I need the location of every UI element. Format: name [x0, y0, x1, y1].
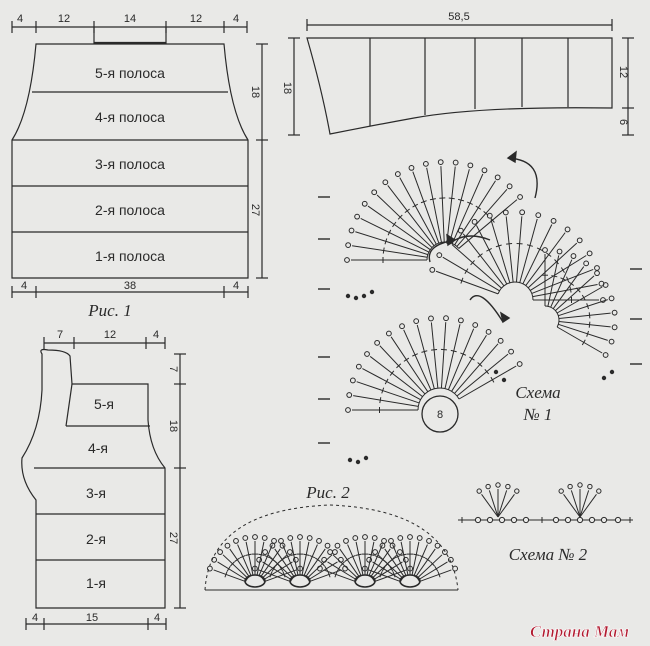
dim-small-bottom-left-margin: 4	[32, 612, 38, 624]
fig2-fan-3	[316, 534, 414, 583]
fig2-semicircle-motif	[204, 504, 459, 591]
dim-sleeve-height-right-bottom: 6	[617, 119, 629, 125]
watermark-logo: Страна Мам	[530, 622, 629, 641]
scheme2-title: Схема № 2	[509, 545, 588, 564]
scheme1-arrows	[428, 150, 538, 324]
dim-fig1-height-upper: 18	[249, 86, 261, 98]
dim-sleeve-height-right-top: 12	[617, 66, 629, 78]
dim-fig1-top-center: 14	[124, 13, 136, 25]
dim-small-bottom-right-margin: 4	[154, 612, 160, 624]
dim-small-height-top: 7	[167, 366, 179, 372]
dim-fig1-bottom-width: 38	[124, 280, 136, 292]
scheme1-number: № 1	[523, 405, 553, 424]
scheme1-slip-stitches	[345, 289, 615, 465]
fig1-stripe-1: 1-я полоса	[95, 248, 165, 264]
dim-fig1-top-right: 12	[190, 13, 202, 25]
dim-small-top-right: 4	[153, 329, 159, 341]
scheme1-fan-right	[542, 247, 618, 358]
scheme1-fan-bottom	[345, 315, 523, 413]
dim-sleeve-height-inner: 18	[281, 82, 293, 94]
scheme1-crochet-chart	[344, 159, 618, 465]
fig1-caption: Рис. 1	[87, 301, 131, 320]
dim-small-height-lower: 27	[167, 532, 179, 544]
dim-small-top-center: 12	[104, 329, 116, 341]
dim-fig1-bottom-right-margin: 4	[233, 280, 239, 292]
fig1-stripe-2: 2-я полоса	[95, 202, 165, 218]
small-panel-dim-labels: 7 12 4 7 18 27 4 15 4	[32, 329, 179, 624]
fig1-panel	[11, 21, 268, 298]
fig1-stripe-5: 5-я полоса	[95, 65, 165, 81]
dim-fig1-top-left-margin: 4	[17, 13, 23, 25]
dim-fig1-bottom-left-margin: 4	[21, 280, 27, 292]
dim-small-bottom-width: 15	[86, 612, 98, 624]
sleeve-dim-labels: 58,5 18 12 6	[281, 11, 629, 125]
scheme1-starting-ring	[421, 395, 459, 433]
fig2-caption: Рис. 2	[305, 483, 350, 502]
small-panel	[21, 337, 186, 630]
small-stripe-1: 1-я	[86, 575, 106, 591]
fig1-dim-labels: 4 12 14 12 4 18 27 4 38 4	[17, 13, 261, 292]
small-stripe-2: 2-я	[86, 531, 106, 547]
fig1-stripe-3: 3-я полоса	[95, 156, 165, 172]
scheme2-crochet-chart	[458, 482, 633, 524]
dim-fig1-height-lower: 27	[249, 204, 261, 216]
sleeve-panel	[288, 19, 634, 136]
dim-sleeve-top-width: 58,5	[448, 11, 469, 23]
fig1-stripe-labels: 5-я полоса 4-я полоса 3-я полоса 2-я пол…	[95, 65, 165, 264]
small-stripe-3: 3-я	[86, 485, 106, 501]
small-panel-stripe-labels: 5-я 4-я 3-я 2-я 1-я	[86, 396, 114, 591]
small-stripe-4: 4-я	[88, 440, 108, 456]
fig1-stripe-4: 4-я полоса	[95, 109, 165, 125]
fig2-fan-4	[361, 534, 459, 583]
dim-fig1-top-right-margin: 4	[233, 13, 239, 25]
dim-small-top-left: 7	[57, 329, 63, 341]
scheme1-side-dashes	[318, 196, 642, 444]
scheme1-ring-group: 8	[421, 395, 459, 433]
scheme1-title: Схема	[515, 383, 560, 402]
dim-fig1-top-left: 12	[58, 13, 70, 25]
scheme1-ring-label: 8	[437, 409, 443, 421]
dim-small-height-upper: 18	[167, 420, 179, 432]
small-stripe-5: 5-я	[94, 396, 114, 412]
